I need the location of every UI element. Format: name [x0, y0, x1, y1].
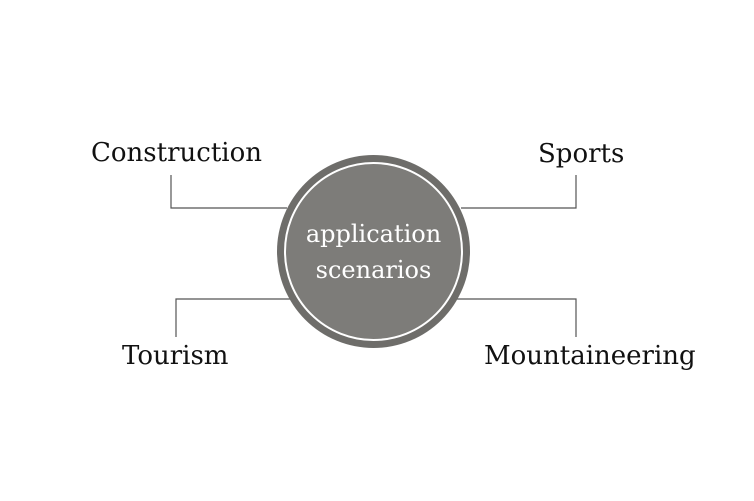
- branch-sports: Sports: [538, 139, 625, 169]
- center-label-line1: application: [305, 219, 442, 248]
- branch-construction: Construction: [91, 138, 262, 168]
- center-node-inner-ring: application scenarios: [284, 162, 463, 341]
- connector-tourism: [175, 298, 291, 337]
- center-node: application scenarios: [277, 155, 470, 348]
- connector-construction: [170, 175, 287, 209]
- connector-mountaineering: [457, 298, 577, 337]
- center-label-line2: scenarios: [315, 255, 432, 284]
- branch-tourism: Tourism: [122, 341, 229, 371]
- connector-sports: [461, 175, 577, 209]
- branch-mountaineering: Mountaineering: [484, 341, 696, 371]
